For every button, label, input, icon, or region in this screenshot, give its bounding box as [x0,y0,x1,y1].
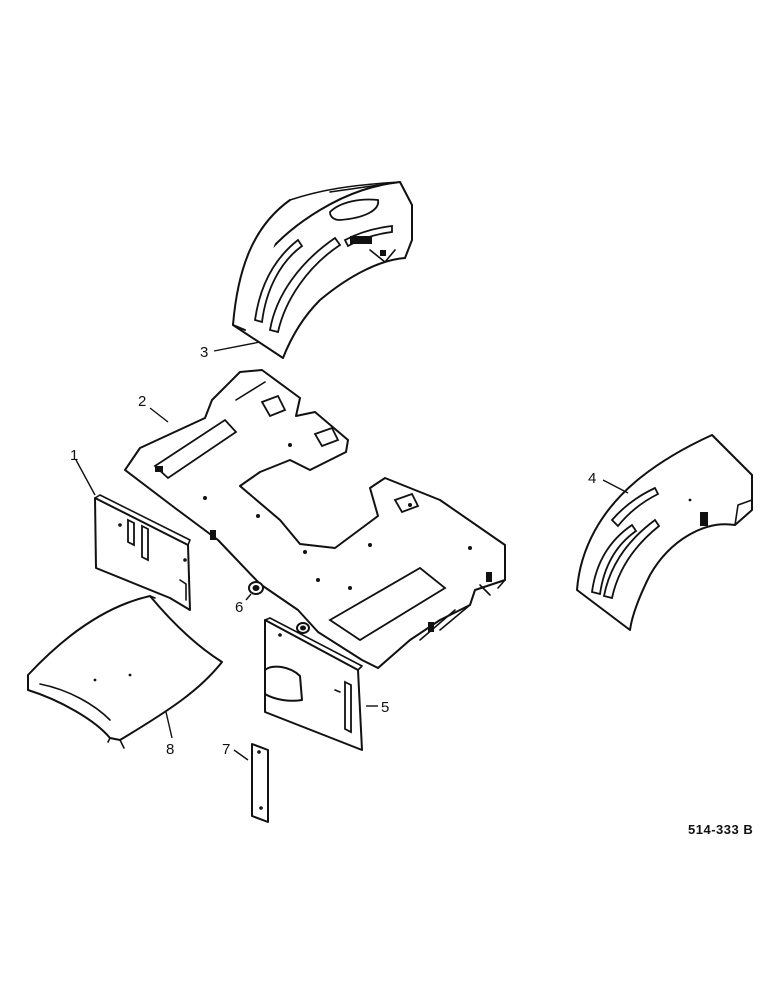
grommet-part-6 [248,581,264,595]
side-panel-part-5 [264,617,363,751]
drawing-reference-code: 514-333 B [688,822,753,837]
side-panel-part-1 [94,494,191,611]
leader-line-8 [165,711,173,739]
callout-1: 1 [70,447,78,464]
callout-2: 2 [138,393,146,410]
callout-6: 6 [235,599,243,616]
leader-line-6 [245,593,252,601]
grommet-near-part-5 [296,622,310,634]
leader-line-7 [233,749,249,761]
fender-part-3 [232,181,413,359]
leader-line-4 [602,479,629,494]
callout-5: 5 [381,699,389,716]
leader-line-3 [213,341,261,352]
bracket-part-7 [251,743,269,823]
callout-4: 4 [588,470,596,487]
floor-plate-part-2 [124,369,506,669]
fender-part-4 [576,434,753,631]
callout-3: 3 [200,344,208,361]
floor-mat-part-8 [27,595,223,749]
callout-7: 7 [222,741,230,758]
callout-8: 8 [166,741,174,758]
leader-line-1 [75,459,96,496]
leader-line-2 [149,407,169,423]
